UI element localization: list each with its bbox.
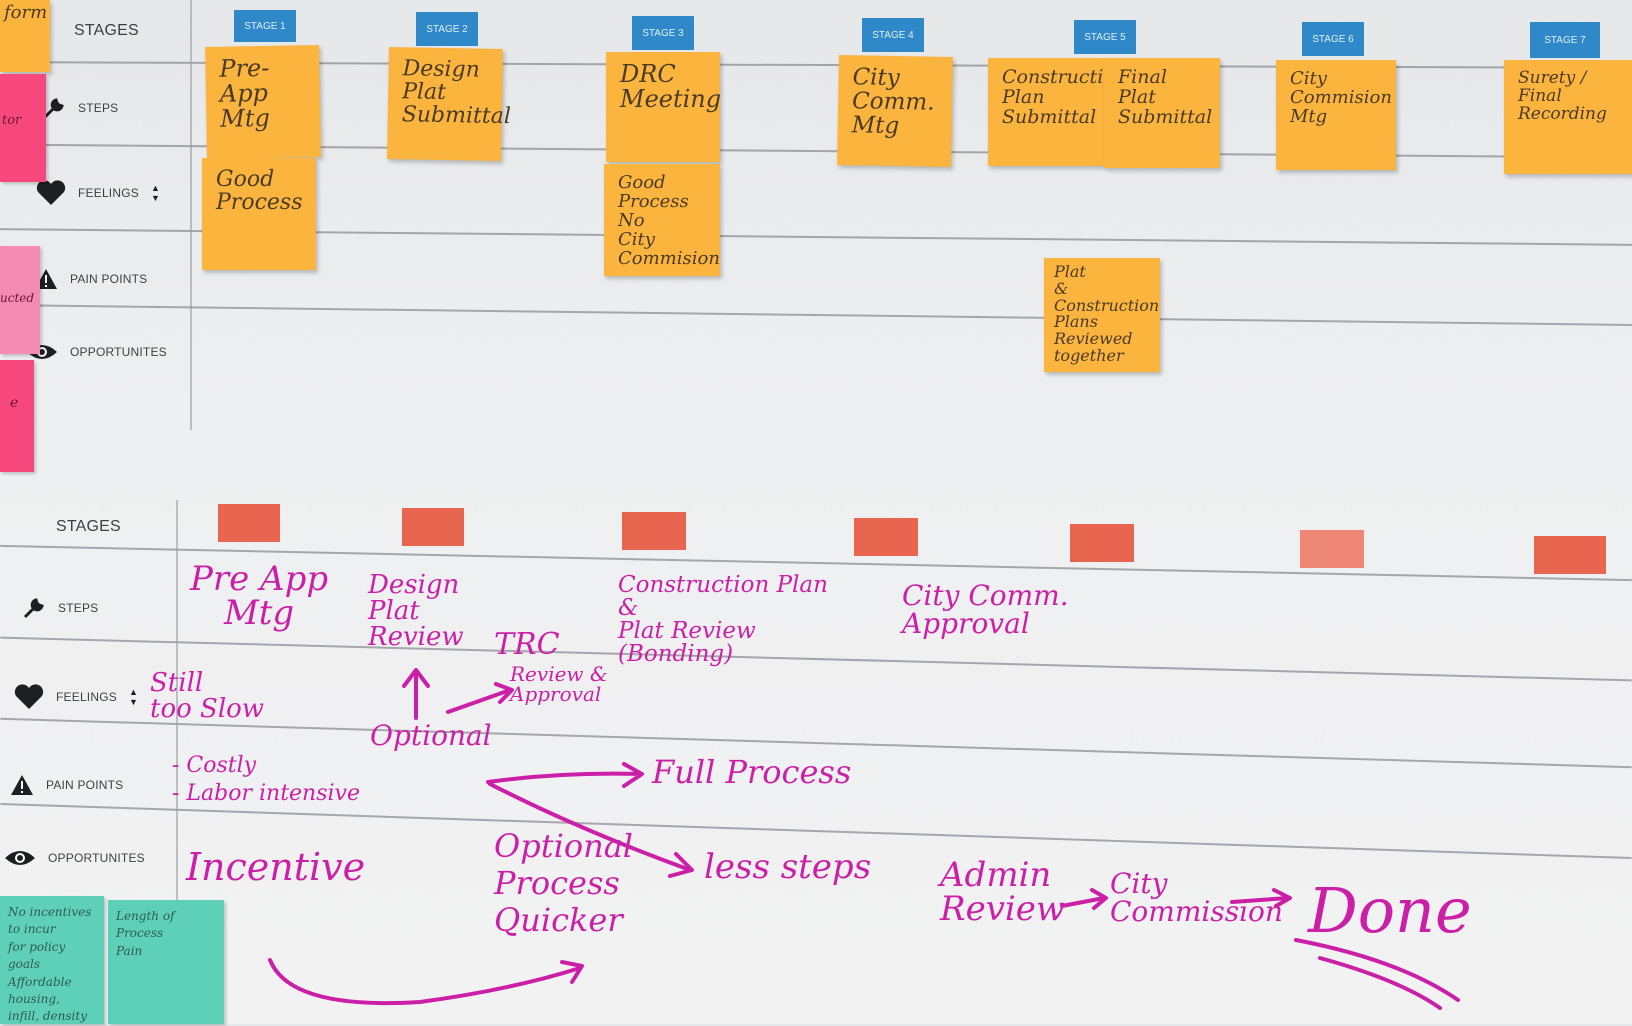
left-fragment-2: tor	[2, 113, 22, 128]
top-row-steps: STEPS	[42, 96, 118, 120]
hw-review-approval: Review & Approval	[510, 662, 608, 706]
bottom-row-pain-label: PAIN POINTS	[46, 778, 124, 792]
top-row-feelings-label: FEELINGS	[78, 186, 139, 200]
thumbs-icon: ▲▼	[128, 687, 139, 707]
teal-note-1: No incentives to incur for policy goals …	[0, 896, 104, 1024]
arrow-to-trc	[446, 682, 514, 714]
left-note-pink-2: ucted	[0, 246, 40, 354]
done-underline-1	[1294, 938, 1460, 1002]
left-note-pink-3: e	[0, 360, 34, 472]
stage-marker-1	[218, 504, 280, 542]
hw-step-design: Design Plat Review	[368, 570, 464, 652]
bottom-row-stages: STAGES	[56, 518, 121, 536]
heart-icon	[14, 684, 44, 710]
stage-marker-5	[1070, 524, 1134, 562]
stage-tag-5: STAGE 5	[1074, 20, 1136, 54]
step-sticky-7: City Commision Mtg	[1276, 60, 1396, 170]
stage-marker-7	[1534, 536, 1606, 574]
arrow-admin-city	[1060, 888, 1108, 910]
bottom-row-pain: PAIN POINTS	[10, 774, 123, 796]
bottom-row-steps: STEPS	[22, 596, 98, 620]
pain-sticky-1: Plat & Construction Plans Reviewed toget…	[1044, 258, 1160, 372]
left-fragment-4: e	[10, 395, 19, 411]
stage-marker-3	[622, 512, 686, 550]
arrow-less-steps	[488, 782, 694, 878]
bottom-row-feelings: FEELINGS ▲▼	[14, 684, 138, 710]
hw-step-trc: TRC	[494, 627, 560, 662]
hw-step-citycomm: City Comm. Approval	[902, 579, 1069, 640]
left-fragment-1: form	[4, 2, 48, 23]
bottom-row-feelings-label: FEELINGS	[56, 690, 117, 704]
bottom-row-opps: OPPORTUNITES	[4, 848, 145, 868]
arrow-incentive-quicker	[268, 958, 584, 1006]
stage-tag-6: STAGE 6	[1302, 22, 1364, 56]
bottom-row-stages-label: STAGES	[56, 518, 121, 535]
hw-optional-process: Optional Process Quicker	[494, 827, 633, 939]
heart-icon	[36, 180, 66, 206]
hw-step-preapp: Pre App Mtg	[190, 559, 329, 633]
hw-full-process: Full Process	[652, 753, 852, 791]
stage-marker-2	[402, 508, 464, 546]
feeling-sticky-1: Good Process	[202, 158, 316, 270]
top-divider	[190, 0, 192, 430]
stage-tag-2: STAGE 2	[416, 12, 478, 46]
left-fragment-3: ucted	[0, 291, 35, 305]
done-underline-2	[1318, 956, 1442, 1010]
hw-feelings: Still too Slow	[150, 668, 265, 724]
hw-city-commission: City Commission	[1110, 867, 1283, 928]
step-sticky-3: DRC Meeting	[606, 52, 721, 162]
arrow-city-done	[1230, 888, 1292, 908]
hw-admin-review: Admin Review	[940, 855, 1066, 929]
wrench-icon	[22, 596, 46, 620]
top-row-feelings: FEELINGS ▲▼	[36, 180, 160, 206]
hw-optional: Optional	[370, 719, 492, 752]
top-row-steps-label: STEPS	[78, 101, 119, 115]
bottom-divider	[176, 500, 178, 900]
warning-icon	[10, 774, 34, 796]
hw-done: Done	[1308, 874, 1472, 947]
bottom-row-opps-label: OPPORTUNITES	[48, 851, 145, 865]
top-row-pain-label: PAIN POINTS	[70, 272, 148, 286]
stage-tag-7: STAGE 7	[1530, 22, 1600, 58]
warning-icon	[34, 268, 58, 290]
top-row-stages: STAGES	[74, 22, 139, 40]
arrow-full-process	[486, 762, 644, 788]
eye-icon	[4, 848, 36, 868]
hw-incentive: Incentive	[186, 845, 366, 889]
stage-tag-1: STAGE 1	[234, 10, 296, 42]
wrench-icon	[42, 96, 66, 120]
teal-note-2: Length of Process Pain	[108, 900, 224, 1024]
feeling-sticky-2: Good Process No City Commision	[604, 164, 720, 276]
top-row-pain: PAIN POINTS	[34, 268, 147, 290]
step-sticky-6: Final Plat Submittal	[1104, 58, 1220, 168]
step-sticky-8: Surety / Final Recording	[1504, 60, 1632, 174]
top-row-opps-label: OPPORTUNITES	[70, 345, 167, 359]
stage-tag-4: STAGE 4	[862, 18, 924, 52]
thumbs-icon: ▲▼	[150, 183, 161, 203]
stage-marker-6	[1300, 530, 1364, 568]
hw-less-steps: less steps	[704, 847, 872, 887]
stage-tag-3: STAGE 3	[632, 16, 694, 50]
stage-marker-4	[854, 518, 918, 556]
hw-step-construction: Construction Plan & Plat Review (Bonding…	[618, 572, 828, 667]
left-note-orange: form	[0, 0, 50, 72]
top-row-stages-label: STAGES	[74, 22, 139, 39]
arrow-up-optional	[402, 668, 430, 720]
hw-pain: - Costly - Labor intensive	[172, 753, 360, 806]
step-sticky-5: Construction Plan Submittal	[988, 58, 1127, 166]
left-note-pink-1: tor	[0, 74, 46, 182]
bottom-row-steps-label: STEPS	[58, 601, 99, 615]
